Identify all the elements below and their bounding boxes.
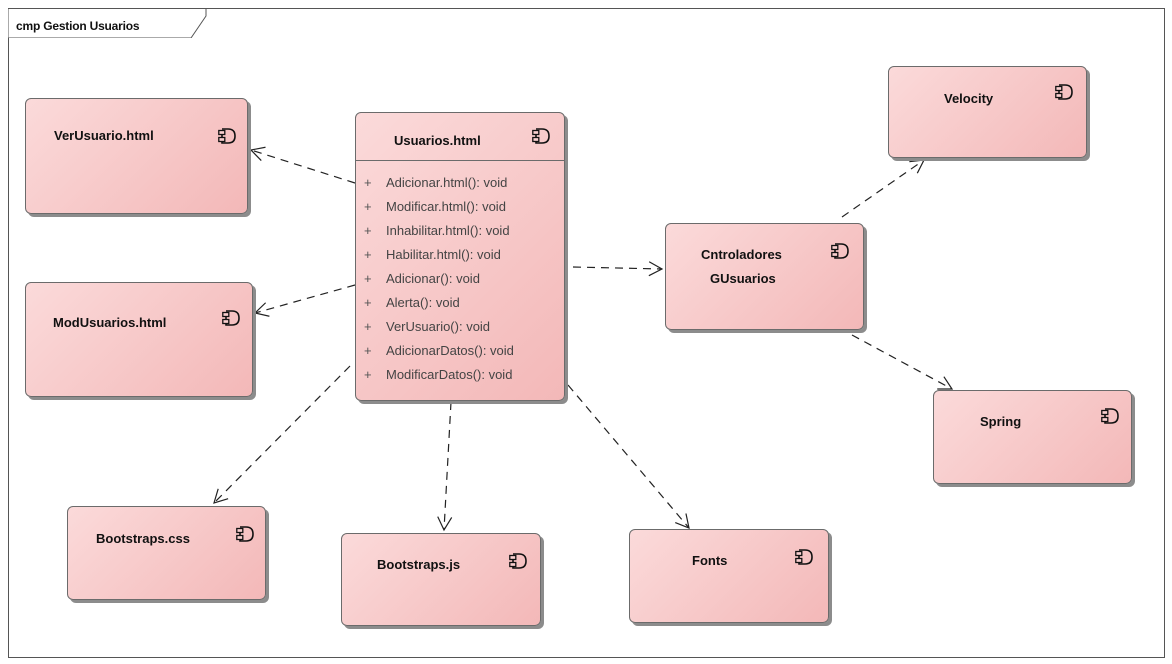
component-controladores[interactable]: Cntroladores GUsuarios (665, 223, 864, 330)
component-icon (795, 549, 813, 565)
operation-row[interactable]: +Alerta(): void (364, 295, 460, 310)
component-name: Velocity (944, 91, 994, 106)
component-spring[interactable]: Spring (933, 390, 1132, 484)
component-usuarios[interactable]: Usuarios.html +Adicionar.html(): void +M… (355, 112, 565, 401)
component-velocity[interactable]: Velocity (888, 66, 1087, 158)
edge-controladores-spring (851, 334, 954, 390)
component-icon (222, 310, 240, 326)
edge-usuarios-bootstrapjs (437, 401, 453, 532)
edge-controladores-velocity (841, 159, 926, 218)
component-name: Usuarios.html (394, 133, 481, 148)
component-bootstrap-css[interactable]: Bootstraps.css (67, 506, 266, 600)
operation-row[interactable]: +Habilitar.html(): void (364, 247, 501, 262)
edge-usuarios-modusuarios (253, 284, 356, 317)
operation-row[interactable]: +ModificarDatos(): void (364, 367, 513, 382)
component-name: VerUsuario.html (54, 128, 154, 143)
edge-usuarios-fonts (567, 384, 690, 529)
component-name: Bootstraps.css (96, 531, 190, 546)
component-icon (532, 128, 550, 144)
component-icon (831, 243, 849, 259)
frame-tab (8, 8, 207, 38)
component-name: Fonts (692, 553, 728, 568)
component-bootstrap-js[interactable]: Bootstraps.js (341, 533, 541, 626)
component-name: Bootstraps.js (377, 557, 461, 572)
operation-row[interactable]: +AdicionarDatos(): void (364, 343, 514, 358)
diagram-frame (8, 8, 1165, 658)
component-icon (236, 526, 254, 542)
component-fonts[interactable]: Fonts (629, 529, 829, 623)
operation-row[interactable]: +Adicionar(): void (364, 271, 480, 286)
operation-row[interactable]: +Adicionar.html(): void (364, 175, 508, 190)
operation-row[interactable]: +Inhabilitar.html(): void (364, 223, 510, 238)
component-icon (218, 128, 236, 144)
component-icon (1055, 84, 1073, 100)
component-name: ModUsuarios.html (53, 315, 167, 330)
edge-usuarios-controladores (572, 261, 664, 277)
component-name: Spring (980, 414, 1022, 429)
edge-usuarios-bootstrapcss (213, 365, 351, 504)
component-name-line1: Cntroladores (701, 247, 782, 262)
operation-row[interactable]: +Modificar.html(): void (364, 199, 506, 214)
component-name-line2: GUsuarios (710, 271, 776, 286)
component-verusuario[interactable]: VerUsuario.html (25, 98, 248, 214)
frame-title: cmp Gestion Usuarios (16, 19, 140, 33)
component-icon (509, 553, 527, 569)
component-icon (1101, 408, 1119, 424)
operation-row[interactable]: +VerUsuario(): void (364, 319, 491, 334)
operations-divider (356, 160, 564, 161)
edge-usuarios-verusuario (249, 146, 356, 184)
component-modusuarios[interactable]: ModUsuarios.html (25, 282, 253, 397)
